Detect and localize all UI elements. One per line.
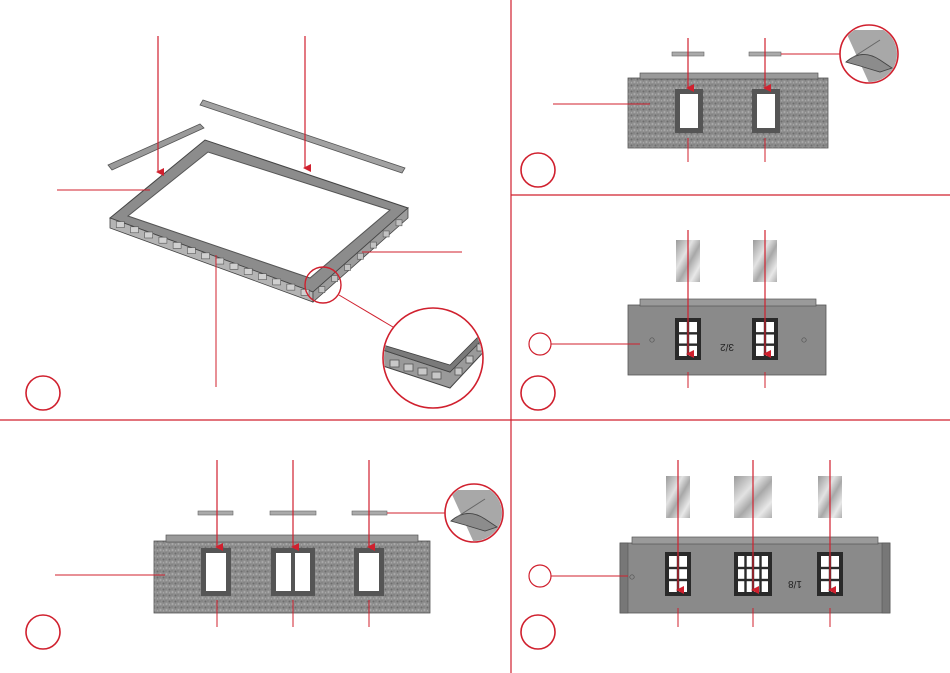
panel-4 bbox=[26, 460, 505, 649]
frame-brick bbox=[216, 258, 224, 264]
wall-ledge-3 bbox=[640, 299, 816, 306]
part-number-3: 3/2 bbox=[720, 341, 734, 352]
wall-ledge-4 bbox=[166, 535, 418, 542]
window-opening-4c bbox=[354, 548, 384, 596]
frame-brick bbox=[319, 287, 325, 293]
sill-piece-4a bbox=[198, 511, 233, 515]
wall-edge-right-5 bbox=[882, 543, 890, 613]
frame-brick bbox=[173, 242, 181, 248]
step-circle-3 bbox=[521, 376, 555, 410]
window-opening-2a bbox=[675, 89, 703, 133]
frame-brick bbox=[116, 222, 124, 228]
detail-zoom-sill-2 bbox=[840, 25, 900, 85]
window-opening-2b bbox=[752, 89, 780, 133]
frame-brick bbox=[130, 227, 138, 233]
frame-brick bbox=[187, 248, 195, 254]
wall-ledge-5 bbox=[632, 537, 878, 544]
frame-brick bbox=[230, 263, 238, 269]
frame-brick bbox=[383, 231, 389, 237]
frame-brick bbox=[357, 253, 363, 259]
step-circle-1 bbox=[26, 376, 60, 410]
step-circle-5 bbox=[521, 615, 555, 649]
detail-connector bbox=[339, 295, 398, 330]
frame-brick bbox=[145, 232, 153, 238]
frame-brick bbox=[159, 237, 167, 243]
glue-point-marker-5 bbox=[529, 565, 551, 587]
wall-ledge-2 bbox=[640, 73, 818, 79]
stone-wall-2 bbox=[628, 78, 828, 148]
frame-brick bbox=[332, 276, 338, 282]
detail-zoom-corner bbox=[383, 308, 490, 408]
step-circle-4 bbox=[26, 615, 60, 649]
step-circle-2 bbox=[521, 153, 555, 187]
glue-point-marker-3 bbox=[529, 333, 551, 355]
window-opening-4b bbox=[271, 548, 315, 596]
frame-brick bbox=[244, 268, 252, 274]
frame-brick bbox=[273, 279, 281, 285]
panel-5: 1/8 bbox=[521, 460, 890, 649]
panel-3: 3/2 bbox=[521, 230, 826, 410]
detail-zoom-sill-4 bbox=[445, 484, 505, 545]
window-opening-4a bbox=[201, 548, 231, 596]
frame-brick bbox=[287, 284, 295, 290]
panel-2 bbox=[521, 25, 900, 187]
wall-back-3 bbox=[628, 305, 826, 375]
frame-brick bbox=[258, 274, 266, 280]
frame-brick bbox=[396, 220, 402, 226]
panel-1 bbox=[26, 36, 490, 410]
frame-brick bbox=[370, 242, 376, 248]
frame-brick bbox=[345, 264, 351, 270]
wall-edge-left-5 bbox=[620, 543, 628, 613]
part-number-5: 1/8 bbox=[788, 578, 802, 589]
frame-brick bbox=[202, 253, 210, 259]
